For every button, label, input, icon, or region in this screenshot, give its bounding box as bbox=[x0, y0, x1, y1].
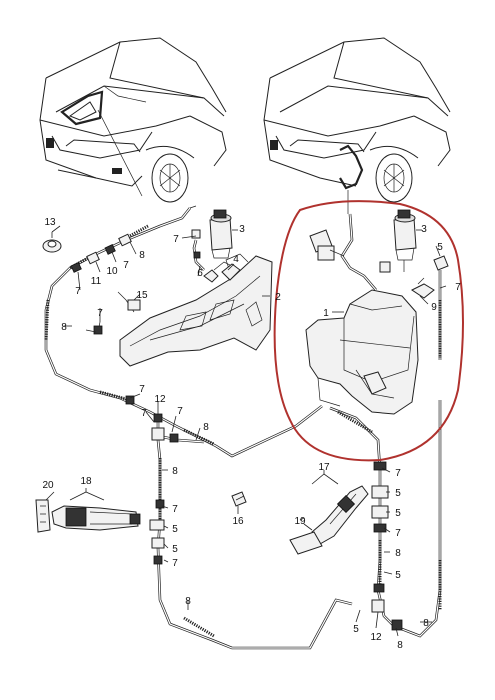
callout-8: 8 bbox=[185, 596, 191, 607]
headlight-washer-nozzle-right bbox=[289, 470, 369, 555]
callout-16: 16 bbox=[232, 516, 244, 527]
callout-15: 15 bbox=[136, 290, 148, 301]
callout-7: 7 bbox=[173, 234, 179, 245]
callout-5: 5 bbox=[395, 508, 401, 519]
callout-7: 7 bbox=[177, 406, 183, 417]
callout-5: 5 bbox=[172, 524, 178, 535]
right-pump-fittings bbox=[411, 255, 449, 360]
callout-8: 8 bbox=[423, 618, 429, 629]
vehicle-front-right bbox=[263, 37, 451, 214]
level-sensor-15 bbox=[85, 291, 141, 335]
headlight-washer-nozzle-left bbox=[35, 488, 141, 533]
callout-7: 7 bbox=[395, 468, 401, 479]
washer-pump-left bbox=[209, 209, 238, 259]
callout-1: 1 bbox=[323, 308, 329, 319]
callout-20: 20 bbox=[42, 480, 54, 491]
callout-12: 12 bbox=[154, 394, 166, 405]
vehicle-front-left bbox=[39, 37, 227, 203]
callout-7: 7 bbox=[455, 282, 461, 293]
callout-18: 18 bbox=[80, 476, 92, 487]
grommet-13 bbox=[42, 232, 62, 253]
lower-left-distribution bbox=[149, 413, 353, 650]
callout-2: 2 bbox=[275, 292, 281, 303]
callout-7: 7 bbox=[75, 286, 81, 297]
callout-6: 6 bbox=[197, 268, 203, 279]
callout-8: 8 bbox=[203, 422, 209, 433]
filler-neck-right bbox=[309, 213, 377, 291]
callout-9: 9 bbox=[431, 302, 437, 313]
washer-reservoir-right bbox=[305, 289, 419, 415]
callout-labels: 13 7 3 8 7 10 11 7 4 6 15 7 8 2 7 12 7 7… bbox=[42, 217, 461, 651]
callout-7: 7 bbox=[123, 260, 129, 271]
callout-5: 5 bbox=[172, 544, 178, 555]
hose-left-main bbox=[44, 205, 323, 458]
callout-7: 5 bbox=[353, 624, 359, 635]
callout-19: 19 bbox=[294, 516, 306, 527]
callout-13: 13 bbox=[44, 217, 56, 228]
leader-lines bbox=[45, 225, 447, 637]
callout-7: 7 bbox=[139, 384, 145, 395]
callout-17: 17 bbox=[318, 462, 330, 473]
callout-3-left: 3 bbox=[239, 224, 245, 235]
callout-14-area: 7 bbox=[97, 308, 103, 319]
callout-5: 5 bbox=[395, 570, 401, 581]
lower-right-distribution bbox=[329, 400, 442, 638]
washer-reservoir-left bbox=[119, 253, 273, 367]
callout-5: 5 bbox=[395, 488, 401, 499]
callout-5: 5 bbox=[437, 242, 443, 253]
callout-12: 12 bbox=[370, 632, 382, 643]
callout-8: 8 bbox=[139, 250, 145, 261]
clip-16 bbox=[231, 491, 247, 514]
callout-7: 7 bbox=[141, 408, 147, 419]
callout-10: 10 bbox=[106, 266, 118, 277]
callout-11: 11 bbox=[91, 276, 102, 287]
callout-3-right: 3 bbox=[421, 224, 427, 235]
callout-8: 8 bbox=[172, 466, 178, 477]
callout-7: 7 bbox=[395, 528, 401, 539]
callout-8: 8 bbox=[395, 548, 401, 559]
left-hose-connectors bbox=[70, 233, 135, 405]
washer-pump-right bbox=[379, 209, 422, 273]
callout-4: 4 bbox=[233, 254, 239, 265]
highlight-circle bbox=[273, 200, 464, 462]
callout-7: 8 bbox=[397, 640, 403, 651]
callout-7: 7 bbox=[172, 558, 178, 569]
callout-7: 7 bbox=[172, 504, 178, 515]
callout-8: 8 bbox=[61, 322, 67, 333]
